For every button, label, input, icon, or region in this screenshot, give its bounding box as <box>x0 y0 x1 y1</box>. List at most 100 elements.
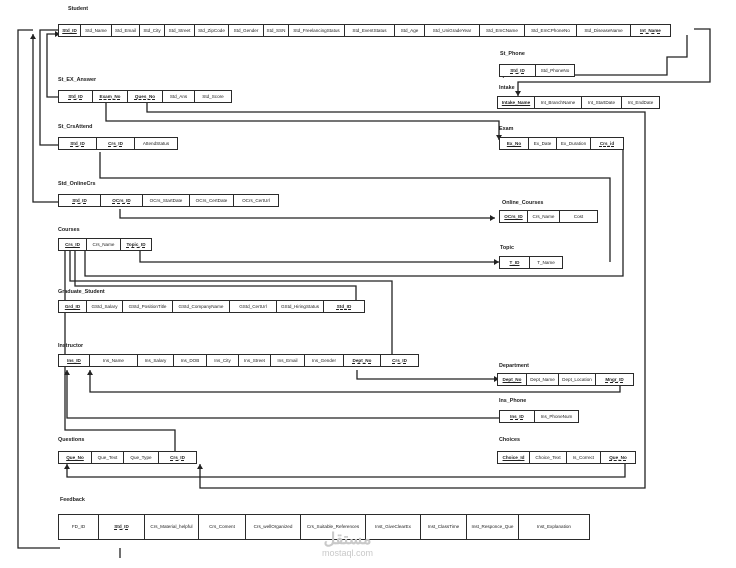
st-ex-answer-table-title: St_EX_Answer <box>58 77 97 83</box>
column-cell: Std_ID <box>99 515 145 539</box>
column-cell: Dept_Location <box>559 374 596 385</box>
column-cell: Std_ID <box>59 25 81 36</box>
column-cell: GStd_HiringStatus <box>277 301 324 312</box>
column-cell: Std_ID <box>59 195 101 206</box>
column-cell: Crs_Name <box>87 239 121 250</box>
column-cell: Grd_ID <box>59 301 87 312</box>
watermark-latin: mostaql.com <box>322 548 374 558</box>
column-cell: Inst_Explanation <box>537 524 571 529</box>
column-cell: Std_ID <box>336 304 352 309</box>
intake-table-title: Intake <box>499 85 515 91</box>
column-cell: Mngr_ID <box>605 377 624 382</box>
column-cell: Int_Name <box>640 28 661 33</box>
column-cell: Std_EmCPhoneNo <box>525 25 577 36</box>
column-cell: Crs_Name <box>528 211 560 222</box>
column-cell: Ins_DOB <box>174 355 207 366</box>
column-cell: OCrs_ID <box>101 195 143 206</box>
column-cell: T_ID <box>500 257 530 268</box>
online-courses-table-title: Online_Courses <box>502 200 544 206</box>
column-cell: Inst_Responce_Que <box>467 515 519 539</box>
watermark-arabic: مستقل <box>323 531 372 548</box>
column-cell: Crs_Coment <box>199 515 246 539</box>
column-cell: Ins_Gender <box>305 355 344 366</box>
column-cell: Inst_GiveClearEx <box>366 515 421 539</box>
column-cell: FD_ID <box>59 515 99 539</box>
column-cell: Int_StartDate <box>582 97 622 108</box>
column-cell: Exam_No <box>93 91 128 102</box>
st-phone-table-title: St_Phone <box>500 51 525 57</box>
st-phone-table: Std_ID Std_PhoneNo <box>499 64 575 77</box>
column-cell: Ins_Name <box>90 355 138 366</box>
column-cell: AttendStatus <box>142 141 170 146</box>
column-cell: Choice_Text <box>530 452 567 463</box>
column-cell: GStd_PositionTitle <box>123 301 173 312</box>
column-cell: Std_City <box>140 25 165 36</box>
column-cell: Std_DiseaseName <box>577 25 631 36</box>
courses-table-title: Courses <box>58 227 80 233</box>
column-cell: Std_EventStatus <box>345 25 395 36</box>
column-cell: Std_ID <box>59 91 93 102</box>
column-cell: Std_ID <box>500 65 536 76</box>
column-cell: Is_Correct <box>567 452 601 463</box>
column-cell: Crs_ID <box>170 455 185 460</box>
column-cell: Ins_PhoneNum <box>540 414 573 419</box>
column-cell: Ins_ID <box>59 355 90 366</box>
column-cell: Std_ZipCode <box>195 25 229 36</box>
column-cell: GStd_Salary <box>87 301 123 312</box>
column-cell: Int_BranchName <box>535 97 582 108</box>
column-cell: Std_Ans <box>163 91 195 102</box>
column-cell: Ins_Street <box>239 355 271 366</box>
column-cell: Int_EndDate <box>627 100 654 105</box>
column-cell: T_Name <box>537 260 555 265</box>
topic-table-title: Topic <box>500 245 514 251</box>
column-cell: OCrs_CertDate <box>190 195 234 206</box>
column-cell: Crs_Material_helpful <box>145 515 199 539</box>
ins-phone-table-title: Ins_Phone <box>499 398 527 404</box>
topic-table: T_ID T_Name <box>499 256 563 269</box>
column-cell: Std_Email <box>112 25 140 36</box>
st-crsattend-table-title: St_CrsAttend <box>58 124 93 130</box>
student-table-title: Student <box>68 6 89 12</box>
choices-table-title: Choices <box>499 437 520 443</box>
graduate-student-table-title: Graduate_Student <box>58 289 105 295</box>
column-cell: Std_UniGradeYear <box>425 25 480 36</box>
questions-table-title: Questions <box>58 437 85 443</box>
column-cell: Ins_ID <box>500 411 535 422</box>
column-cell: Crs_id <box>599 141 615 146</box>
column-cell: Que_No <box>59 452 92 463</box>
column-cell: OCrs_StartDate <box>143 195 190 206</box>
column-cell: OCrs_CertUrl <box>242 198 270 203</box>
column-cell: Crs_ID <box>59 239 87 250</box>
column-cell: Topic_ID <box>126 242 146 247</box>
column-cell: Std_ID <box>59 138 97 149</box>
column-cell: Ex_Date <box>529 138 557 149</box>
std-onlinecrs-table-title: Std_OnlineCrs <box>58 181 96 187</box>
column-cell: Dept_No <box>498 374 527 385</box>
column-cell: Que_Text <box>92 452 124 463</box>
column-cell: Dept_No <box>344 355 381 366</box>
column-cell: Std_FreelancingStatus <box>289 25 345 36</box>
column-cell: Ins_Email <box>271 355 305 366</box>
feedback-table-title: Feedback <box>60 497 85 503</box>
column-cell: Std_PhoneNo <box>540 68 570 73</box>
column-cell: Std_Name <box>81 25 112 36</box>
column-cell: Std_SSN <box>264 25 289 36</box>
column-cell: Intake_Name <box>498 97 535 108</box>
exam-table-title: Exam <box>499 126 514 132</box>
column-cell: Inst_ClassTime <box>421 515 467 539</box>
column-cell: Cost <box>573 214 584 219</box>
column-cell: Que_No <box>609 455 627 460</box>
column-cell: OCrs_ID <box>500 211 528 222</box>
watermark: مستقل mostaql.com <box>322 531 374 559</box>
column-cell: Dept_Name <box>527 374 559 385</box>
column-cell: Crs_Suitable_References <box>301 515 366 539</box>
